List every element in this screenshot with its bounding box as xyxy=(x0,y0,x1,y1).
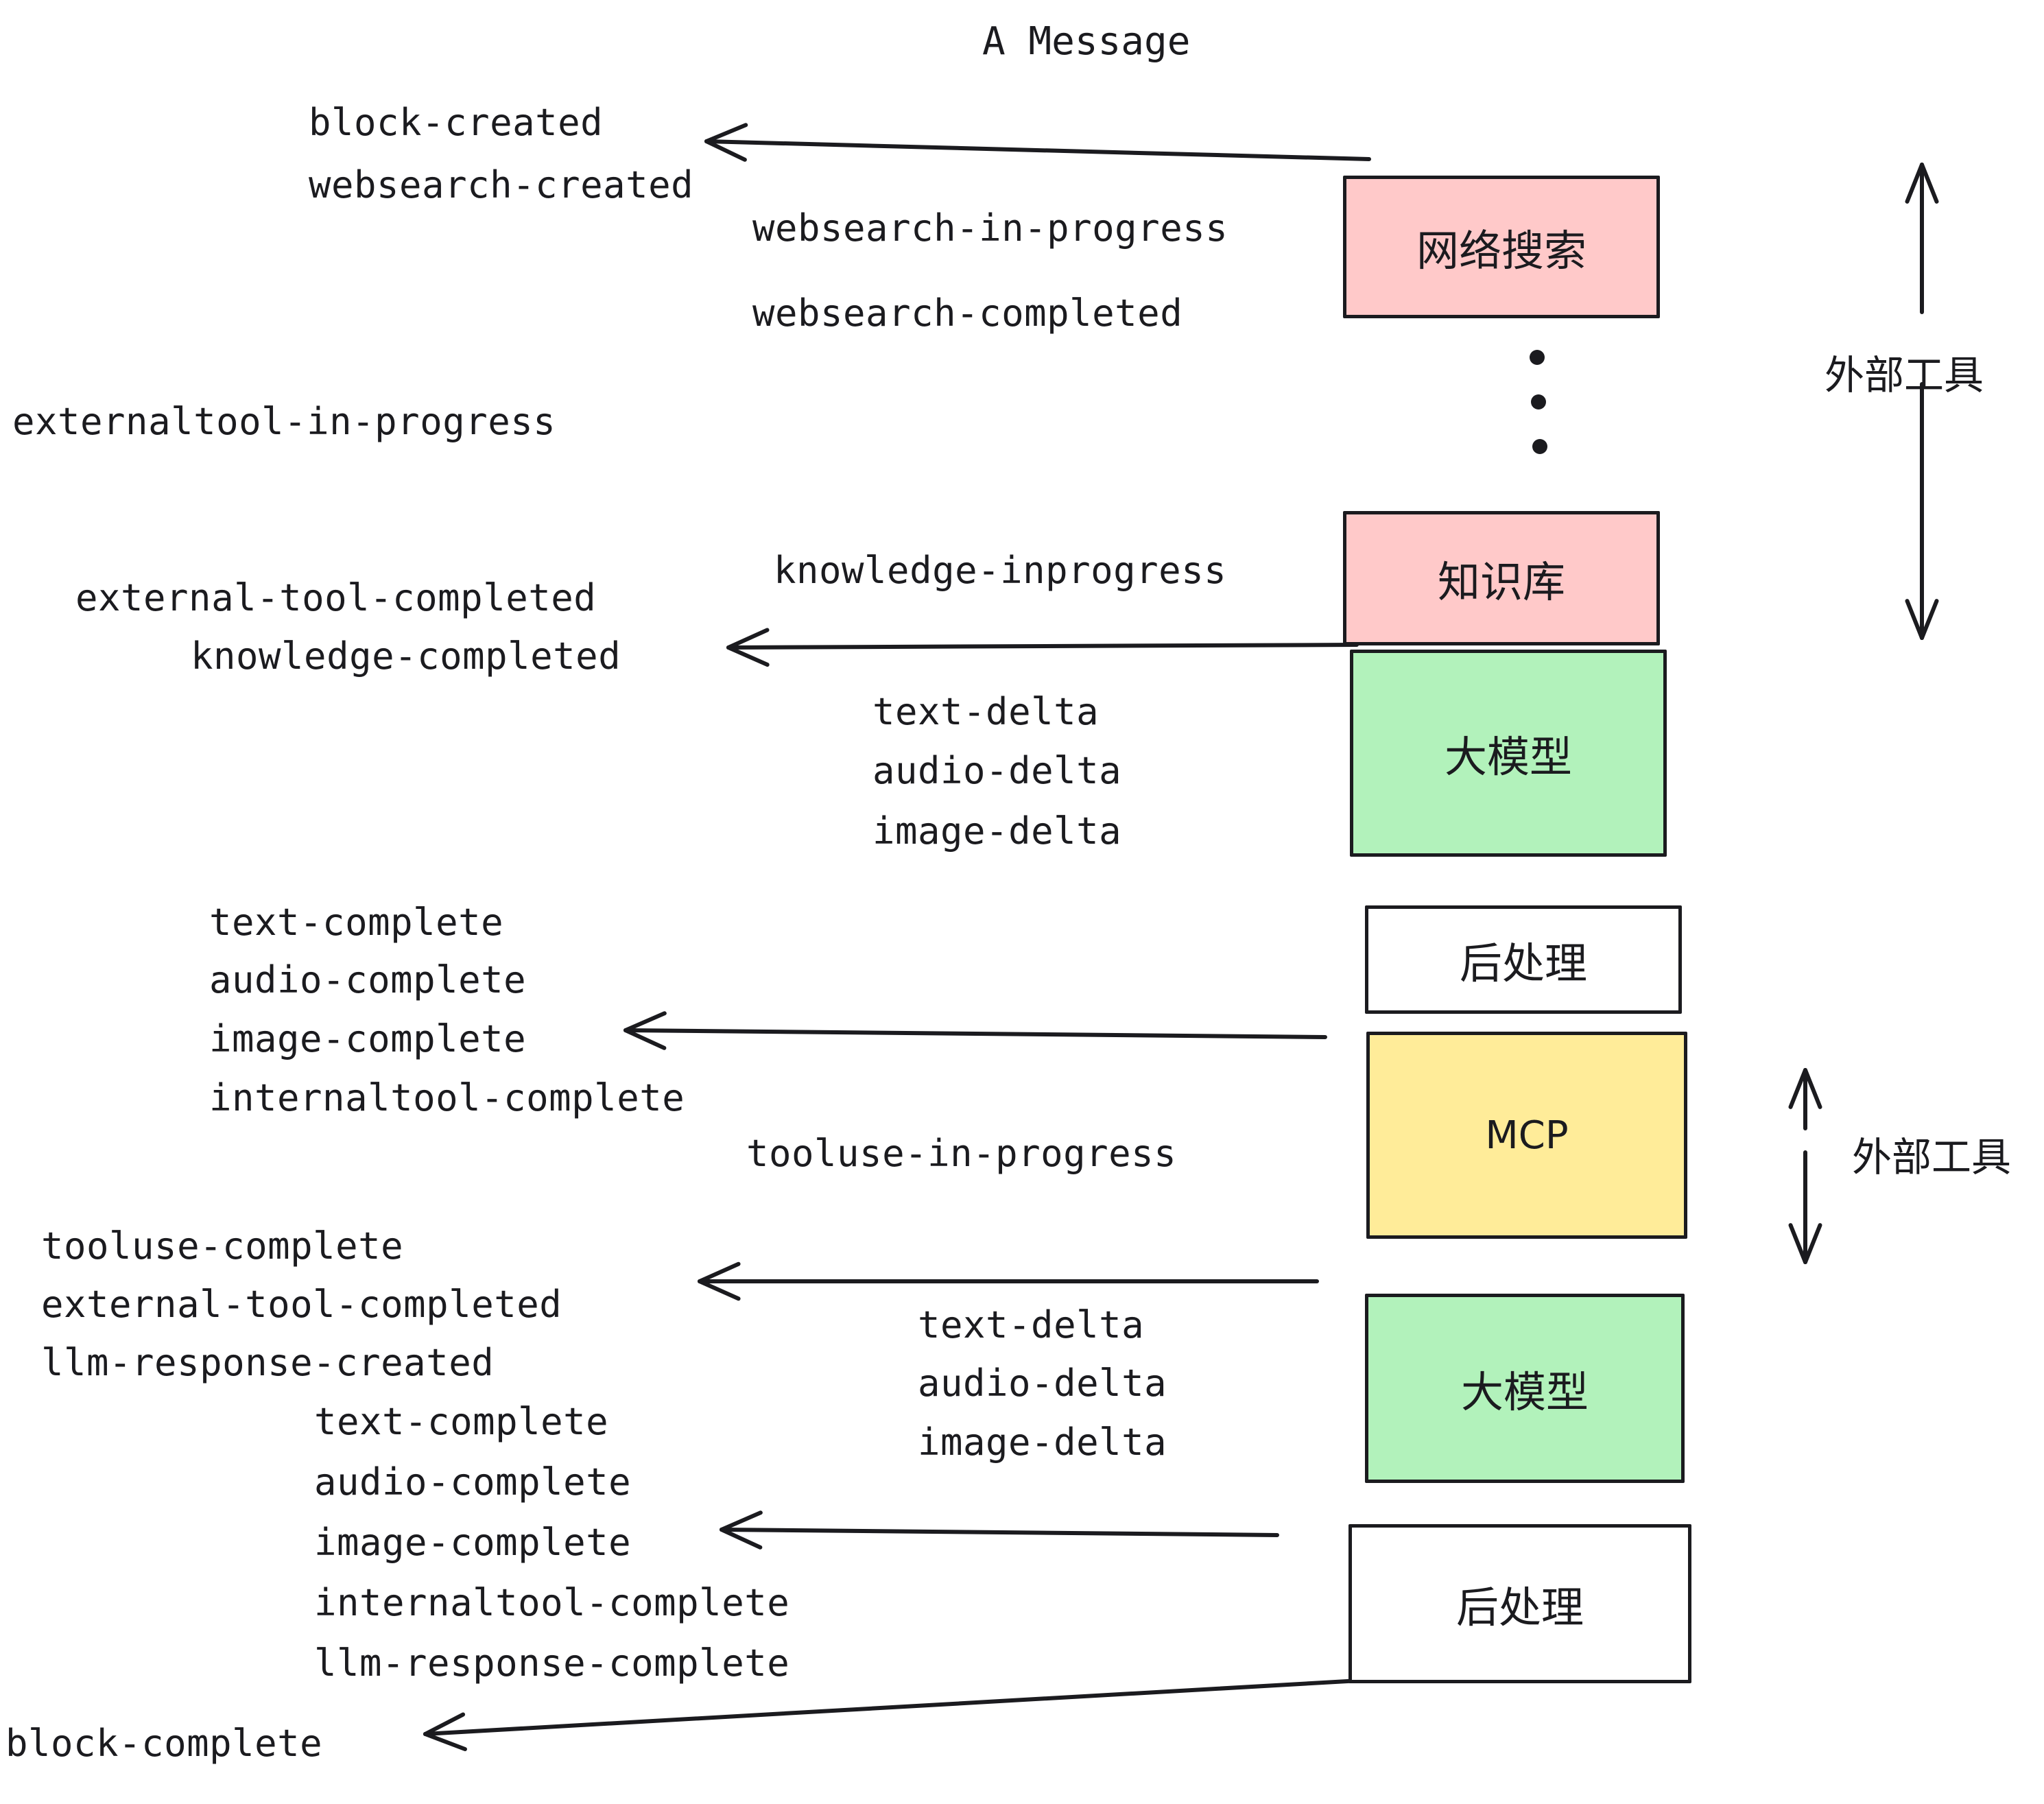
ellipsis-dot xyxy=(1530,350,1545,365)
event-label-websearch-created: websearch-created xyxy=(309,163,694,206)
event-label-external-tool-completed: external-tool-completed xyxy=(75,576,597,619)
bracket-external-tools-top xyxy=(1905,163,1939,640)
event-label-text-complete-2: text-complete xyxy=(314,1400,609,1443)
ellipsis-dot xyxy=(1531,394,1546,410)
event-label-audio-delta-2: audio-delta xyxy=(918,1362,1167,1405)
event-label-audio-complete-1: audio-complete xyxy=(209,958,527,1001)
event-label-tooluse-complete: tooluse-complete xyxy=(41,1224,404,1268)
node-postproc-1[interactable]: 后处理 xyxy=(1365,905,1682,1014)
event-label-audio-delta-1: audio-delta xyxy=(872,749,1122,792)
page-title: A Message xyxy=(982,19,1191,64)
arrow-websearch-to-block xyxy=(704,123,1371,162)
event-label-externaltool-in-progress: externaltool-in-progress xyxy=(12,400,556,443)
event-label-image-delta-1: image-delta xyxy=(872,809,1122,853)
arrow-postproc2-to-block xyxy=(423,1678,1362,1752)
ellipsis-dot xyxy=(1532,439,1547,454)
event-label-llm-response-complete: llm-response-complete xyxy=(314,1641,790,1685)
event-label-image-complete-2: image-complete xyxy=(314,1521,632,1564)
event-label-websearch-completed: websearch-completed xyxy=(752,292,1183,335)
arrow-postproc-to-image xyxy=(623,1011,1327,1050)
event-label-audio-complete-2: audio-complete xyxy=(314,1460,632,1504)
event-label-block-created: block-created xyxy=(309,101,604,144)
event-label-internaltool-complete-2: internaltool-complete xyxy=(314,1581,790,1624)
node-label: 知识库 xyxy=(1437,557,1565,607)
node-mcp[interactable]: MCP xyxy=(1366,1032,1687,1239)
node-llm-1[interactable]: 大模型 xyxy=(1350,650,1667,857)
node-label: 后处理 xyxy=(1459,938,1587,988)
side-label-external-tools-top: 外部工具 xyxy=(1825,352,1984,399)
arrow-mcp-to-tooluse xyxy=(698,1261,1319,1301)
node-knowledge[interactable]: 知识库 xyxy=(1343,511,1660,645)
event-label-external-tool-completed-2: external-tool-completed xyxy=(41,1283,562,1326)
event-label-tooluse-in-progress: tooluse-in-progress xyxy=(746,1132,1177,1175)
event-label-websearch-in-progress: websearch-in-progress xyxy=(752,206,1228,250)
node-postproc-2[interactable]: 后处理 xyxy=(1348,1524,1691,1683)
side-label-external-tools-bottom: 外部工具 xyxy=(1852,1134,2012,1180)
node-websearch[interactable]: 网络搜索 xyxy=(1343,176,1660,318)
event-label-text-complete-1: text-complete xyxy=(209,901,504,944)
node-label: 大模型 xyxy=(1444,732,1572,782)
arrow-knowledge-to-events xyxy=(726,628,1359,667)
event-label-block-complete: block-complete xyxy=(5,1722,323,1765)
node-label: MCP xyxy=(1485,1113,1569,1158)
event-label-llm-response-created: llm-response-created xyxy=(41,1341,495,1384)
bracket-external-tools-bottom xyxy=(1788,1068,1822,1264)
event-label-image-complete-1: image-complete xyxy=(209,1017,527,1060)
node-label: 大模型 xyxy=(1460,1367,1589,1417)
event-label-knowledge-completed: knowledge-completed xyxy=(191,634,621,678)
event-label-image-delta-2: image-delta xyxy=(918,1421,1167,1464)
node-label: 后处理 xyxy=(1455,1582,1584,1633)
event-label-text-delta-2: text-delta xyxy=(918,1303,1145,1346)
arrow-llm2-to-audio xyxy=(720,1510,1279,1550)
node-label: 网络搜索 xyxy=(1416,226,1587,276)
event-label-internaltool-complete-1: internaltool-complete xyxy=(209,1076,685,1119)
event-label-knowledge-inprogress: knowledge-inprogress xyxy=(774,549,1227,592)
event-label-text-delta-1: text-delta xyxy=(872,690,1100,733)
node-llm-2[interactable]: 大模型 xyxy=(1365,1294,1685,1483)
